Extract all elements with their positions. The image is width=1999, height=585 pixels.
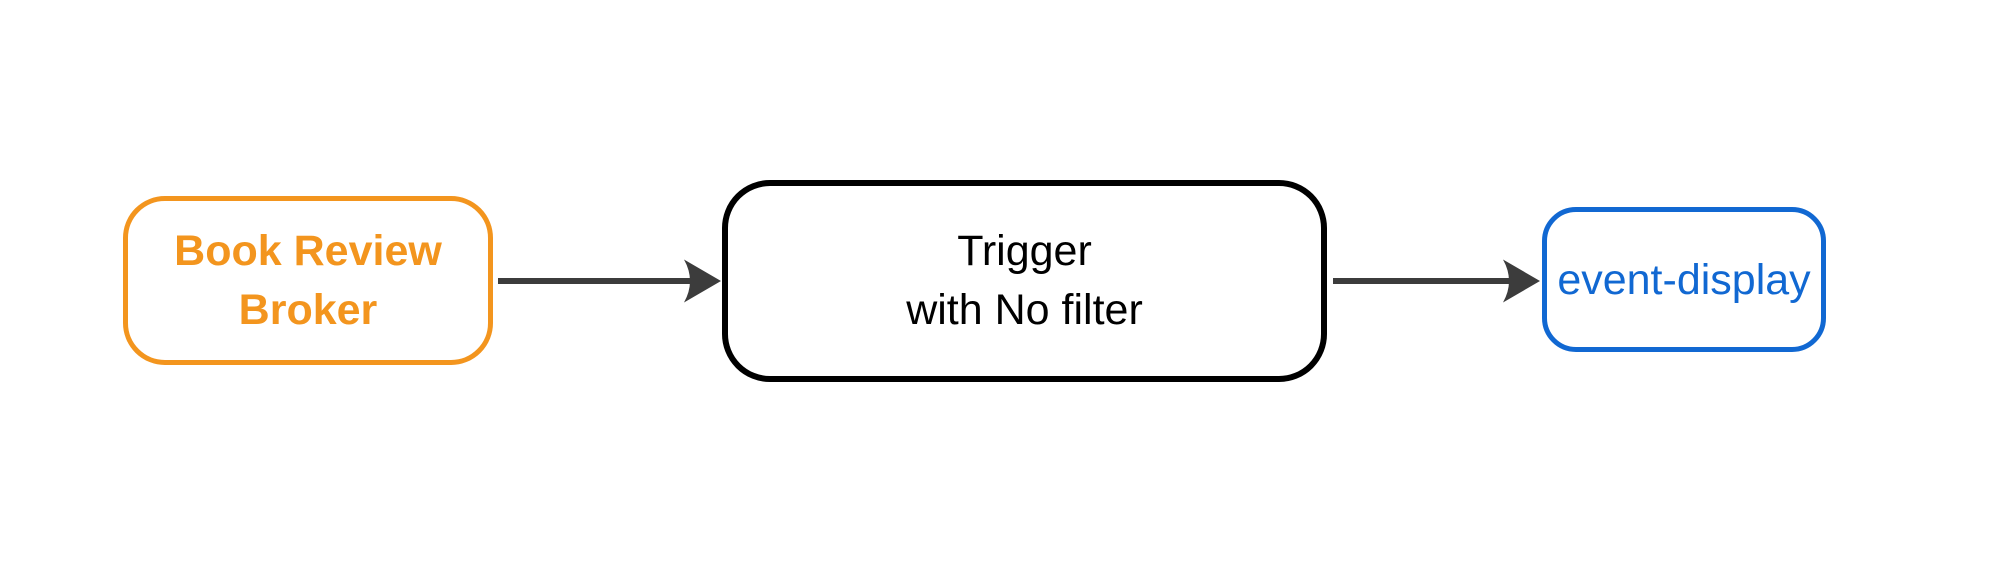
node-event-display: event-display <box>1542 207 1826 352</box>
node-trigger-with-no-filter: Trigger with No filter <box>722 180 1327 382</box>
edge-trigger-to-event-display <box>1333 259 1540 303</box>
edge-broker-to-trigger <box>498 259 721 303</box>
node-label: Book Review Broker <box>174 226 442 334</box>
node-label: event-display <box>1557 255 1811 304</box>
node-label: Trigger with No filter <box>906 227 1143 334</box>
arrowhead-right-icon <box>1503 259 1540 303</box>
node-book-review-broker: Book Review Broker <box>123 196 493 365</box>
arrowhead-right-icon <box>684 259 721 303</box>
